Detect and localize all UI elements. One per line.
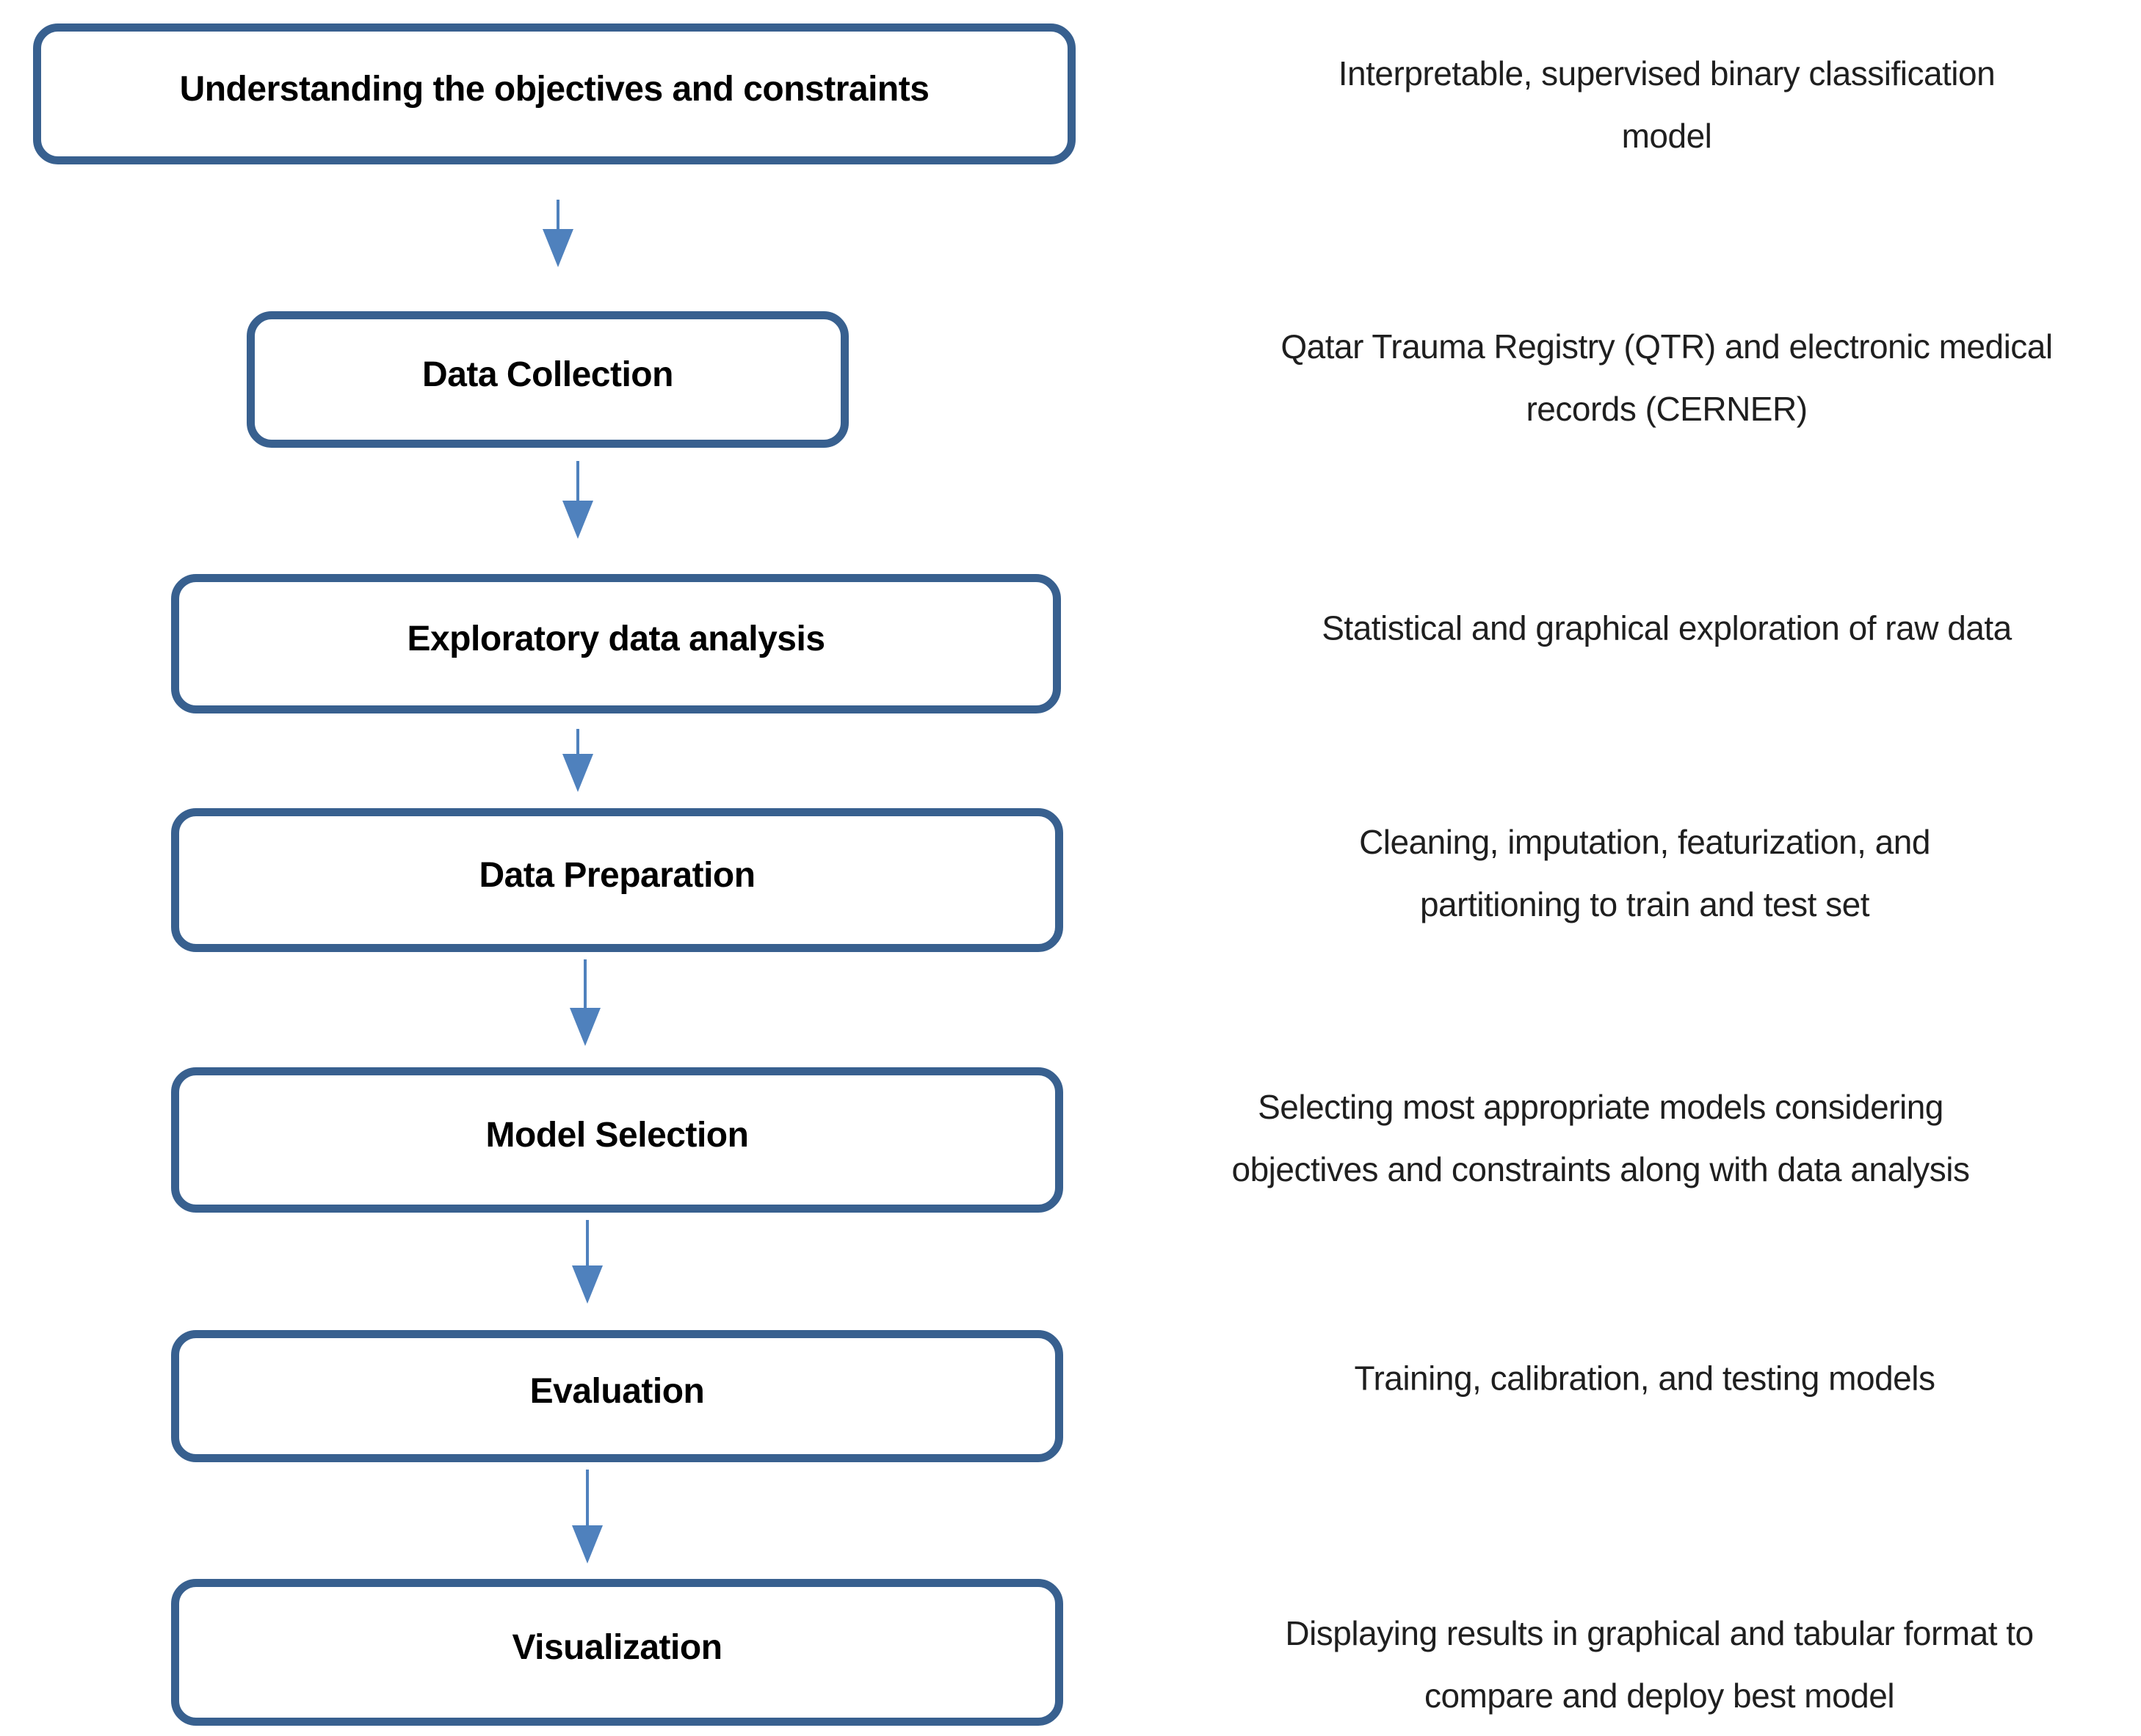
arrow-head: [572, 1525, 603, 1564]
step-description: Selecting most appropriate models consid…: [1231, 1087, 1971, 1188]
step-label: Data Preparation: [479, 855, 756, 895]
arrow-down-icon: [572, 1220, 603, 1304]
step-description: Cleaning, imputation, featurization, and…: [1359, 822, 1930, 923]
arrow-down-icon: [570, 959, 601, 1046]
arrow-stem: [576, 461, 579, 501]
step-description: Statistical and graphical exploration of…: [1322, 609, 2012, 647]
step-description: Displaying results in graphical and tabu…: [1285, 1613, 2034, 1715]
step-description: Interpretable, supervised binary classif…: [1338, 54, 1996, 155]
step-box-visualization: Visualization: [171, 1579, 1063, 1726]
step-label: Understanding the objectives and constra…: [179, 69, 930, 109]
step-box-understanding-objectives: Understanding the objectives and constra…: [33, 23, 1076, 164]
arrow-stem: [557, 200, 559, 229]
arrow-stem: [576, 729, 579, 754]
arrow-head: [543, 229, 573, 267]
arrow-head: [572, 1265, 603, 1304]
step-label: Evaluation: [529, 1371, 705, 1411]
arrow-stem: [586, 1470, 589, 1525]
arrow-down-icon: [562, 729, 593, 792]
step-box-evaluation: Evaluation: [171, 1330, 1063, 1462]
step-box-data-collection: Data Collection: [247, 311, 849, 448]
step-description: Training, calibration, and testing model…: [1354, 1359, 1935, 1398]
step-label: Visualization: [512, 1627, 722, 1667]
arrow-head: [570, 1008, 601, 1046]
arrow-down-icon: [572, 1470, 603, 1564]
arrow-down-icon: [543, 200, 573, 267]
step-box-data-preparation: Data Preparation: [171, 808, 1063, 952]
arrow-head: [562, 754, 593, 792]
step-box-model-selection: Model Selection: [171, 1067, 1063, 1213]
step-box-exploratory-data-analysis: Exploratory data analysis: [171, 574, 1061, 713]
arrow-stem: [584, 959, 587, 1008]
arrow-stem: [586, 1220, 589, 1265]
step-label: Model Selection: [485, 1115, 749, 1155]
arrow-down-icon: [562, 461, 593, 539]
arrow-head: [562, 501, 593, 539]
step-label: Data Collection: [422, 355, 673, 394]
step-description: Qatar Trauma Registry (QTR) and electron…: [1280, 327, 2053, 428]
step-label: Exploratory data analysis: [407, 619, 825, 658]
